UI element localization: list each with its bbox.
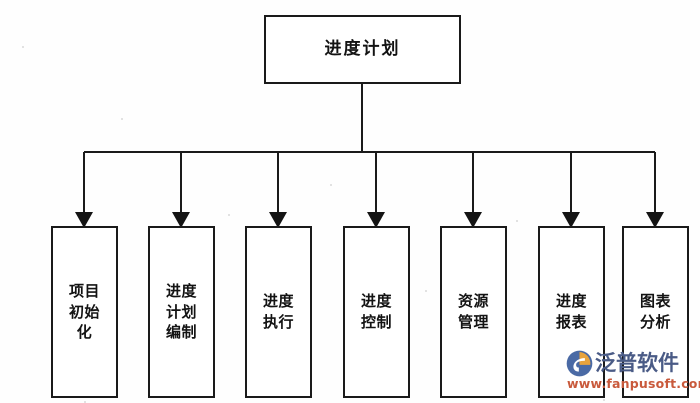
- node-label: 资源管理: [457, 292, 489, 331]
- scan-speck: [330, 184, 332, 186]
- node-label: 进度执行: [262, 292, 294, 331]
- node-label: 图表分析: [639, 292, 671, 331]
- scan-speck: [121, 118, 123, 120]
- node-schedule-execution[interactable]: 进度执行: [245, 226, 312, 398]
- scan-speck: [22, 46, 24, 48]
- scan-speck: [84, 401, 86, 403]
- node-root[interactable]: 进度计划: [264, 15, 461, 84]
- node-label: 进度计划编制: [165, 281, 197, 342]
- scan-speck: [516, 220, 518, 222]
- node-schedule-report[interactable]: 进度报表: [538, 226, 605, 398]
- node-label: 进度报表: [555, 292, 587, 331]
- scan-speck: [228, 214, 230, 216]
- scan-speck: [603, 399, 605, 401]
- node-schedule-plan-preparation[interactable]: 进度计划编制: [148, 226, 215, 398]
- node-resource-management[interactable]: 资源管理: [440, 226, 507, 398]
- node-root-label: 进度计划: [324, 38, 401, 59]
- node-project-initialization[interactable]: 项目初始化: [51, 226, 118, 398]
- node-chart-analysis[interactable]: 图表分析: [622, 226, 689, 398]
- scan-speck: [425, 290, 427, 292]
- node-label: 进度控制: [360, 292, 392, 331]
- node-schedule-control[interactable]: 进度控制: [343, 226, 410, 398]
- node-label: 项目初始化: [68, 281, 100, 342]
